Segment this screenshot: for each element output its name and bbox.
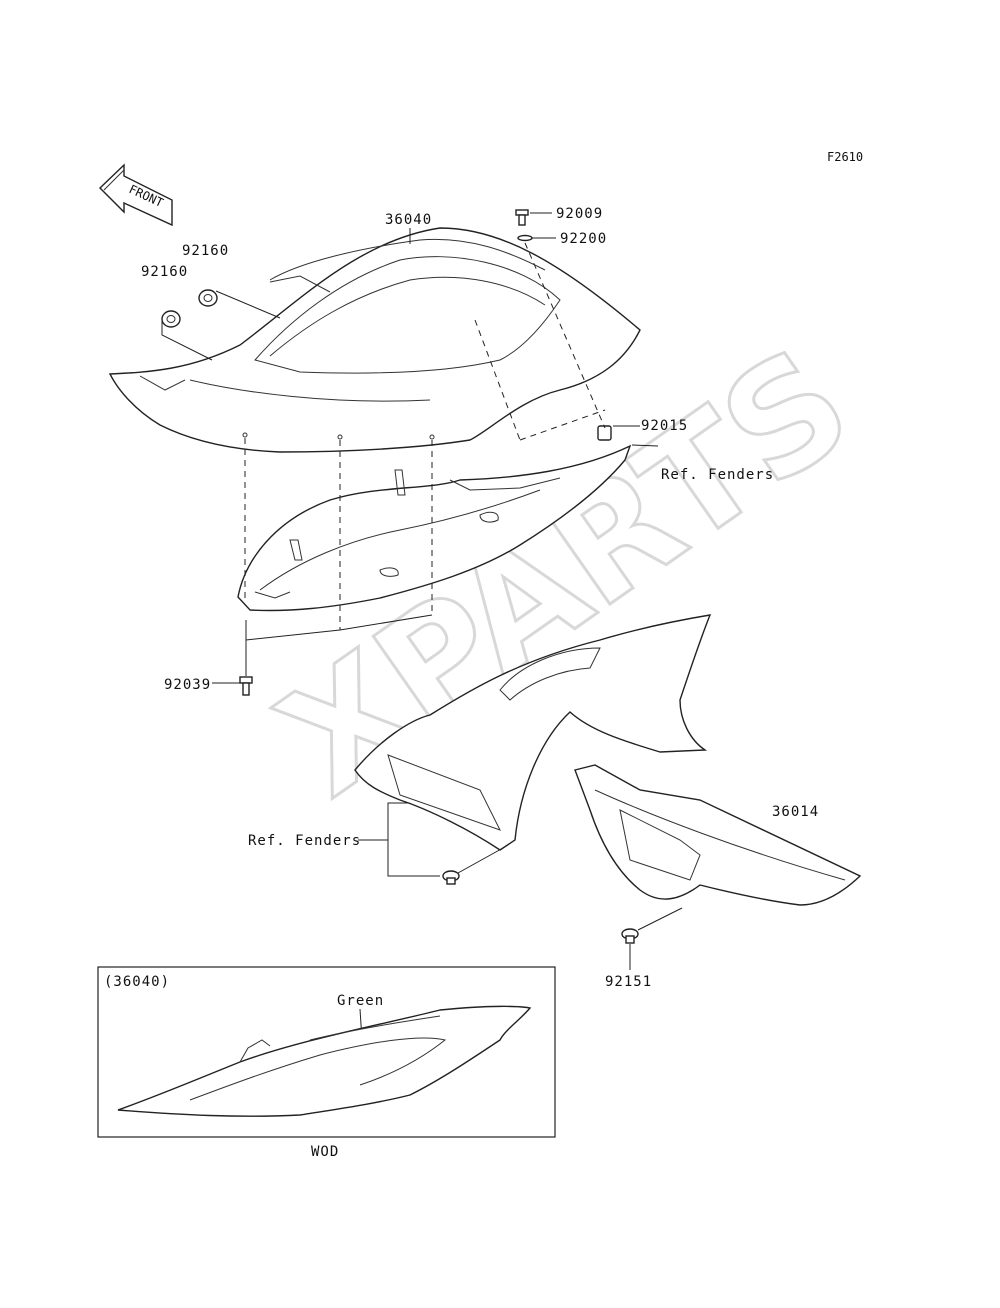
label-92151: 92151 — [605, 974, 652, 990]
label-92015: 92015 — [641, 418, 688, 434]
leader-lines — [161, 212, 683, 970]
label-92160-upper: 92160 — [182, 243, 229, 259]
inner-tray — [237, 444, 632, 612]
label-36014: 36014 — [772, 804, 819, 820]
figure-code: F2610 — [827, 150, 863, 164]
label-92009: 92009 — [556, 206, 603, 222]
color-variant-inset: (36040) Green WOD — [97, 966, 556, 1160]
inset-color-label: Green — [337, 993, 384, 1009]
label-92200: 92200 — [560, 231, 607, 247]
rivet-92039-icon — [239, 676, 253, 696]
inset-frame — [97, 966, 556, 1138]
label-92160-lower: 92160 — [141, 264, 188, 280]
rear-fender-36014 — [354, 614, 862, 906]
label-36040: 36040 — [385, 212, 432, 228]
front-arrow-icon: FRONT — [98, 163, 173, 227]
grommet-92160-upper-icon — [198, 289, 218, 307]
fasteners — [161, 209, 639, 944]
alignment-lines — [244, 242, 606, 630]
seat-cover-36040 — [108, 227, 641, 453]
label-92039: 92039 — [164, 677, 211, 693]
label-ref-fenders-bottom: Ref. Fenders — [248, 833, 361, 849]
part-labels: 36040 92009 92200 92160 92160 92015 Ref.… — [141, 206, 819, 990]
bolt-92151-icon — [621, 928, 639, 944]
grommet-92160-lower-icon — [161, 310, 181, 328]
bolt-ref-fenders-icon — [442, 870, 460, 885]
inset-part-ref: (36040) — [104, 974, 170, 990]
bolt-92009-icon — [515, 209, 529, 226]
inset-caption: WOD — [311, 1144, 339, 1160]
inset-seat-cover — [117, 1005, 532, 1117]
label-ref-fenders-top: Ref. Fenders — [661, 467, 774, 483]
washer-92200-icon — [517, 234, 533, 242]
